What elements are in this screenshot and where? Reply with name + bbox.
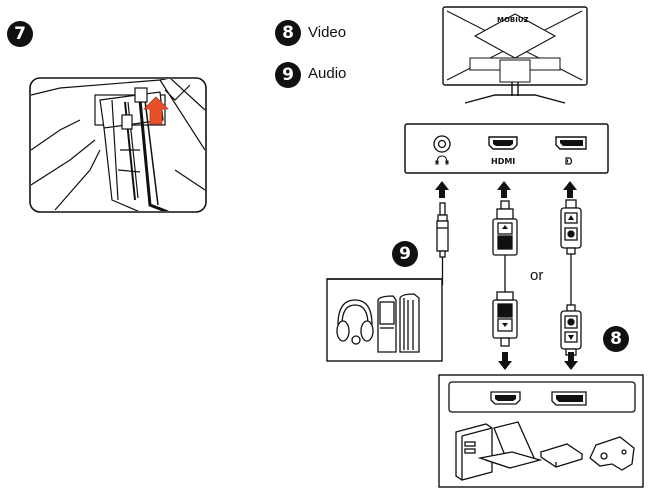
audio-cable [436,202,449,285]
audio-devices-box [326,278,443,362]
up-arrow-icon [563,181,577,198]
step-8-number: 8 [610,329,622,349]
step-7-badge: 7 [7,21,33,47]
hdmi-port-label: HDMI [491,157,515,166]
speakers-icon [377,293,420,353]
monitor-brand: MOBIUZ [497,16,529,24]
step-9-badge: 9 [392,241,418,267]
displayport-symbol-icon [565,157,573,165]
up-arrow-icon [497,181,511,198]
console-icon [539,443,584,468]
video-legend-number: 8 [282,23,294,43]
monitor-port-panel: HDMI [404,123,609,174]
monitor-rear-view: MOBIUZ [442,6,588,104]
laptop-icon [477,421,543,469]
video-legend-badge: 8 [275,20,301,46]
audio-legend-number: 9 [282,65,294,85]
headphones-icon [336,299,374,345]
source-displayport-port [551,391,587,406]
audio-legend-label: Audio [308,65,347,82]
down-arrow-icon [498,352,512,370]
cable-management-photo [29,77,207,213]
step-7-number: 7 [14,24,26,44]
down-arrow-icon [564,352,578,370]
up-arrow-icon [435,181,449,198]
up-arrows [435,181,577,198]
source-devices-box [438,374,644,488]
or-label: or [530,267,544,284]
step-8-badge: 8 [603,326,629,352]
step-9-number: 9 [399,244,411,264]
headphone-jack-port [433,135,451,165]
audio-legend-badge: 9 [275,62,301,88]
hdmi-cable [492,200,518,347]
video-legend-label: Video [308,24,347,41]
hdmi-port: HDMI [488,136,518,166]
displayport-cable [560,199,582,356]
pc-tower-icon [455,423,493,481]
gamepad-icon [589,436,635,471]
up-arrow-red-icon [143,96,169,125]
displayport-port [555,136,587,165]
headphone-symbol-icon [435,155,449,165]
source-hdmi-port [490,391,521,405]
down-arrows [498,352,578,370]
